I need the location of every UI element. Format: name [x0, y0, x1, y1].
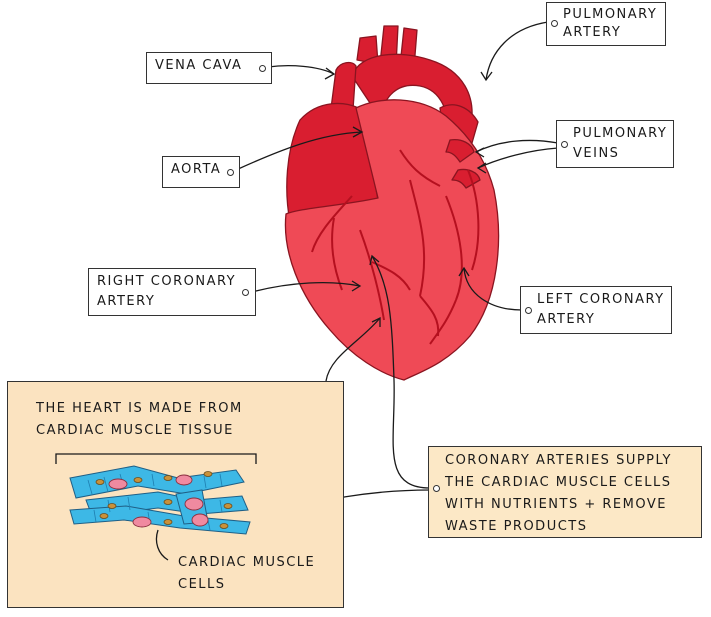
callout-line4: WASTE PRODUCTS: [445, 519, 588, 534]
label-left-coronary-artery: LEFT CORONARY ARTERY: [520, 286, 672, 334]
arrow-pulmonary-vein-b: [477, 147, 559, 169]
label-right-coronary-artery: RIGHT CORONARY ARTERY: [88, 268, 256, 316]
arrow-aorta: [235, 131, 363, 171]
caption-pointer: [155, 529, 169, 561]
nucleus: [132, 516, 152, 528]
label-hole: [561, 141, 568, 148]
label-hole: [525, 307, 532, 314]
label-aorta-text: AORTA: [171, 162, 222, 177]
nucleus: [191, 513, 209, 527]
label-hole: [259, 65, 266, 72]
arrowhead: [351, 280, 362, 292]
panel-cells-caption: CARDIAC MUSCLE CELLS: [178, 552, 315, 596]
label-left-coronary-line1: LEFT CORONARY: [537, 292, 665, 307]
label-pulmonary-artery: PULMONARY ARTERY: [546, 2, 666, 46]
arrowhead: [324, 67, 336, 80]
arrowhead: [369, 254, 380, 266]
cardiac-muscle-tissue-illustration: [55, 453, 257, 561]
label-hole: [227, 169, 234, 176]
arrow-right-coronary: [251, 281, 361, 293]
label-right-coronary-line2: ARTERY: [97, 294, 156, 309]
label-hole: [242, 289, 249, 296]
nucleus: [175, 474, 193, 486]
arrowhead: [458, 266, 470, 277]
label-pulmonary-artery-line1: PULMONARY: [563, 7, 658, 22]
coronary-arteries-callout: CORONARY ARTERIES SUPPLY THE CARDIAC MUS…: [428, 446, 702, 538]
heart-body: [284, 99, 500, 381]
muscle-cell: [69, 505, 251, 535]
label-pulmonary-veins-line1: PULMONARY: [573, 126, 668, 141]
callout-line2: THE CARDIAC MUSCLE CELLS: [445, 475, 672, 490]
panel-heading-line2: CARDIAC MUSCLE TISSUE: [36, 423, 234, 438]
arrow-pulmonary-artery: [485, 21, 549, 81]
label-left-coronary-line2: ARTERY: [537, 312, 596, 327]
label-vena-cava: VENA CAVA: [146, 52, 272, 84]
arrowhead: [476, 162, 487, 174]
panel-heading-line1: THE HEART IS MADE FROM: [36, 401, 243, 416]
label-hole: [433, 485, 440, 492]
tissue-bracket: [55, 453, 257, 464]
label-vena-cava-text: VENA CAVA: [155, 58, 243, 73]
label-right-coronary-line1: RIGHT CORONARY: [97, 274, 237, 289]
label-pulmonary-veins: PULMONARY VEINS: [556, 120, 674, 168]
mitochondria: [95, 471, 233, 529]
callout-line3: WITH NUTRIENTS + REMOVE: [445, 497, 667, 512]
label-pulmonary-artery-line2: ARTERY: [563, 25, 622, 40]
label-hole: [551, 20, 558, 27]
label-aorta: AORTA: [162, 156, 240, 188]
arrowhead: [474, 147, 485, 158]
arrow-left-coronary: [463, 267, 523, 311]
cardiac-muscle-panel: THE HEART IS MADE FROM CARDIAC MUSCLE TI…: [7, 381, 344, 608]
arrowhead: [480, 71, 493, 82]
nucleus: [184, 497, 204, 511]
arrow-panel-to-heart: [325, 317, 381, 382]
nucleus: [108, 478, 128, 490]
arrow-vena-cava: [267, 65, 335, 75]
connector-arrows: [235, 21, 559, 523]
pulmonary-vein-vessel: [445, 138, 475, 163]
heart-illustration: [284, 25, 500, 381]
callout-line1: CORONARY ARTERIES SUPPLY: [445, 453, 672, 468]
arrowhead: [371, 316, 381, 327]
arrowhead: [352, 126, 364, 138]
nuclei: [108, 474, 209, 528]
panel-cells-caption-line1: CARDIAC MUSCLE: [178, 555, 316, 570]
label-pulmonary-veins-line2: VEINS: [573, 146, 620, 161]
panel-cells-caption-line2: CELLS: [178, 577, 226, 592]
arrow-callout-to-vessel: [371, 255, 431, 489]
arrow-pulmonary-vein-a: [475, 139, 559, 153]
panel-heading: THE HEART IS MADE FROM CARDIAC MUSCLE TI…: [36, 398, 243, 442]
